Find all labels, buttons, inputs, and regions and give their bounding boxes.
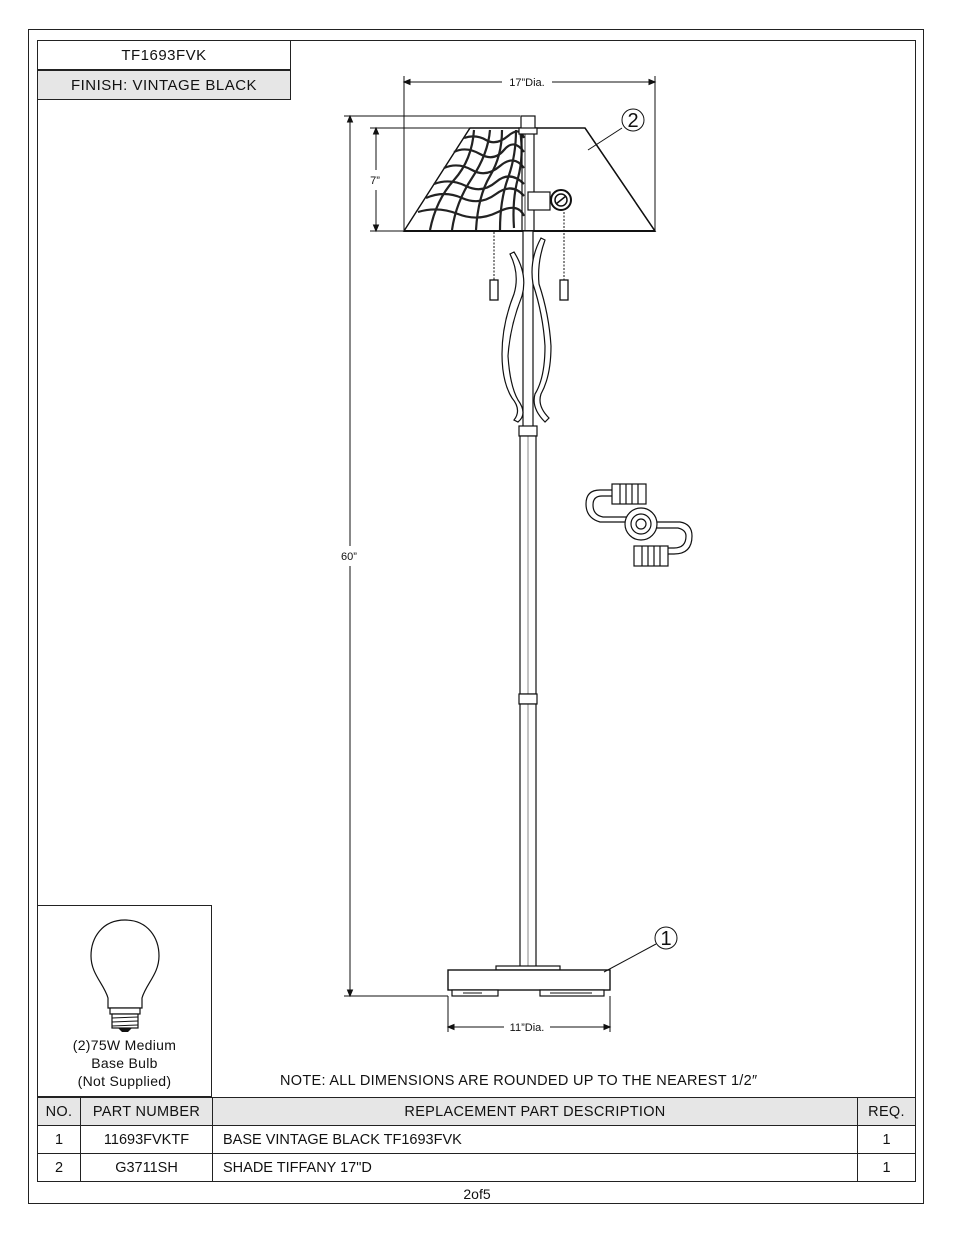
- row-no: 1: [37, 1125, 81, 1154]
- parts-table-header: NO. PART NUMBER REPLACEMENT PART DESCRIP…: [37, 1097, 916, 1126]
- row-req: 1: [857, 1125, 916, 1154]
- pull-chains: [489, 212, 569, 301]
- header-req: REQ.: [857, 1097, 916, 1126]
- finial: [518, 115, 538, 231]
- shade-diameter-dimension: [402, 76, 657, 232]
- upper-pole: [522, 230, 534, 428]
- callout-1-label: 1: [660, 928, 671, 950]
- wavy-arms: [501, 237, 552, 423]
- row-part-number: 11693FVKTF: [80, 1125, 213, 1154]
- bulb-spec-line2: Base Bulb: [91, 1055, 158, 1071]
- dimension-note: NOTE: ALL DIMENSIONS ARE ROUNDED UP TO T…: [280, 1073, 758, 1089]
- finish-label: FINISH: VINTAGE BLACK: [37, 70, 291, 100]
- bulb-spec-line1: (2)75W Medium: [72, 1037, 177, 1053]
- tiffany-shade: [402, 127, 657, 232]
- header-no: NO.: [37, 1097, 81, 1126]
- bulb-info-box: (2)75W Medium Base Bulb (Not Supplied): [37, 905, 212, 1097]
- callout-2-label: 2: [627, 110, 638, 132]
- shade-diameter-label: 17”Dia.: [509, 77, 544, 89]
- row-description: BASE VINTAGE BLACK TF1693FVK: [212, 1125, 858, 1154]
- table-row: 2 G3711SH SHADE TIFFANY 17"D 1: [37, 1153, 916, 1182]
- callout-shade: 2: [587, 108, 645, 151]
- shade-height-label: 7”: [370, 175, 380, 187]
- base-diameter-label: 11”Dia.: [510, 1022, 545, 1034]
- base-diameter-dimension: [446, 996, 612, 1032]
- drawing-frame: [37, 40, 916, 1182]
- lower-pole: [518, 425, 538, 969]
- model-number: TF1693FVK: [37, 40, 291, 70]
- row-no: 2: [37, 1153, 81, 1182]
- row-req: 1: [857, 1153, 916, 1182]
- header-part-number: PART NUMBER: [80, 1097, 213, 1126]
- socket-switch: [527, 189, 572, 211]
- parts-table: NO. PART NUMBER REPLACEMENT PART DESCRIP…: [37, 1097, 916, 1182]
- page-number: 2of5: [463, 1186, 491, 1202]
- light-bulb-icon: [90, 919, 160, 1032]
- lamp-base: [447, 965, 611, 997]
- header-description: REPLACEMENT PART DESCRIPTION: [212, 1097, 858, 1126]
- twin-socket-detail: [585, 483, 693, 567]
- callout-base: 1: [603, 926, 678, 973]
- row-part-number: G3711SH: [80, 1153, 213, 1182]
- table-row: 1 11693FVKTF BASE VINTAGE BLACK TF1693FV…: [37, 1125, 916, 1154]
- row-description: SHADE TIFFANY 17"D: [212, 1153, 858, 1182]
- overall-height-dimension: [344, 114, 520, 998]
- overall-height-label: 60”: [341, 551, 357, 563]
- page-border: [28, 29, 924, 1204]
- bulb-spec-line3: (Not Supplied): [77, 1073, 172, 1089]
